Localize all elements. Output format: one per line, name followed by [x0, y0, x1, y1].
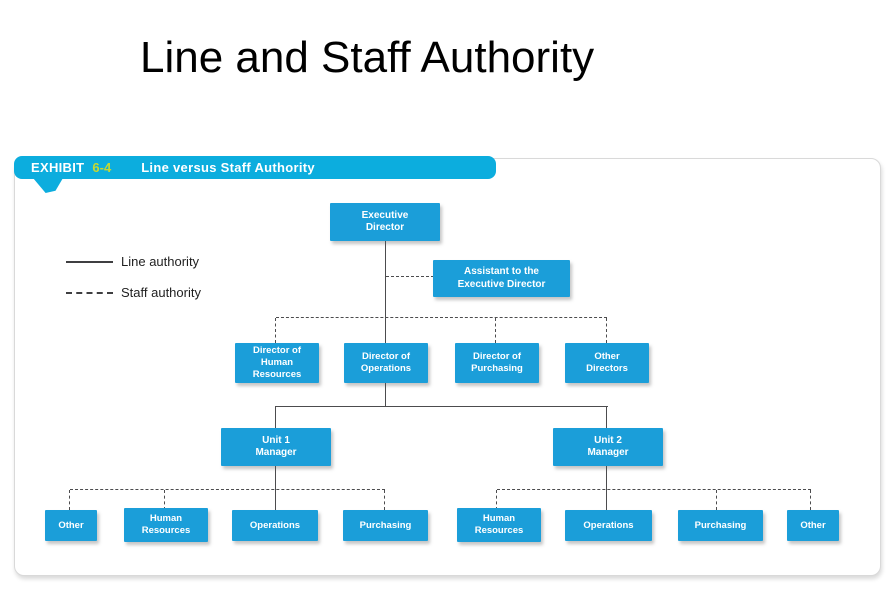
exhibit-header-bar: EXHIBIT 6-4 Line versus Staff Authority	[14, 156, 496, 179]
legend-line-label: Line authority	[121, 254, 200, 269]
connector-unit1-staff-rail	[70, 489, 385, 490]
org-node-unit1-operations: Operations	[232, 510, 318, 541]
exhibit-label: EXHIBIT	[31, 160, 85, 175]
connector-to-u1-hr-staff	[164, 490, 165, 510]
org-node-unit1-manager: Unit 1 Manager	[221, 428, 331, 466]
legend-staff-swatch	[66, 292, 113, 294]
connector-to-u1-purchasing-staff	[384, 490, 385, 510]
org-node-director-purchasing: Director of Purchasing	[455, 343, 539, 383]
org-node-executive-director: Executive Director	[330, 203, 440, 241]
org-node-unit2-other: Other	[787, 510, 839, 541]
org-node-unit2-manager: Unit 2 Manager	[553, 428, 663, 466]
connector-to-u1-other-staff	[69, 490, 70, 510]
legend-staff-label: Staff authority	[121, 285, 201, 300]
connector-to-u2-purchasing-staff	[716, 490, 717, 510]
org-node-unit1-other: Other	[45, 510, 97, 541]
connector-to-unit2-line	[606, 406, 607, 428]
connector-to-u2-other-staff	[810, 490, 811, 510]
org-node-other-directors: Other Directors	[565, 343, 649, 383]
org-node-unit2-human-resources: Human Resources	[457, 508, 541, 542]
org-node-unit2-purchasing: Purchasing	[678, 510, 763, 541]
exhibit-title: Line versus Staff Authority	[141, 160, 315, 175]
page-title: Line and Staff Authority	[140, 33, 595, 82]
connector-directors-staff-rail	[276, 317, 607, 318]
connector-units-line-rail	[276, 406, 608, 407]
legend-line-swatch	[66, 261, 113, 263]
connector-unit1-to-operations-line	[275, 466, 276, 510]
org-node-unit1-human-resources: Human Resources	[124, 508, 208, 542]
connector-to-dir-purchasing-staff	[495, 318, 496, 343]
org-node-unit1-purchasing: Purchasing	[343, 510, 428, 541]
org-node-director-operations: Director of Operations	[344, 343, 428, 383]
org-node-assistant-to-executive-director: Assistant to the Executive Director	[433, 260, 570, 297]
connector-to-dir-hr-staff	[275, 318, 276, 343]
connector-to-other-directors-staff	[606, 318, 607, 343]
org-node-director-human-resources: Director of Human Resources	[235, 343, 319, 383]
exhibit-panel	[14, 158, 881, 576]
connector-unit2-staff-rail	[497, 489, 811, 490]
exhibit-number: 6-4	[92, 160, 112, 175]
connector-exec-to-operations-line	[385, 241, 386, 407]
connector-to-unit1-line	[275, 406, 276, 428]
connector-to-u2-hr-staff	[496, 490, 497, 510]
org-node-unit2-operations: Operations	[565, 510, 652, 541]
connector-unit2-to-operations-line	[606, 466, 607, 510]
connector-exec-to-assistant-staff	[386, 276, 434, 277]
